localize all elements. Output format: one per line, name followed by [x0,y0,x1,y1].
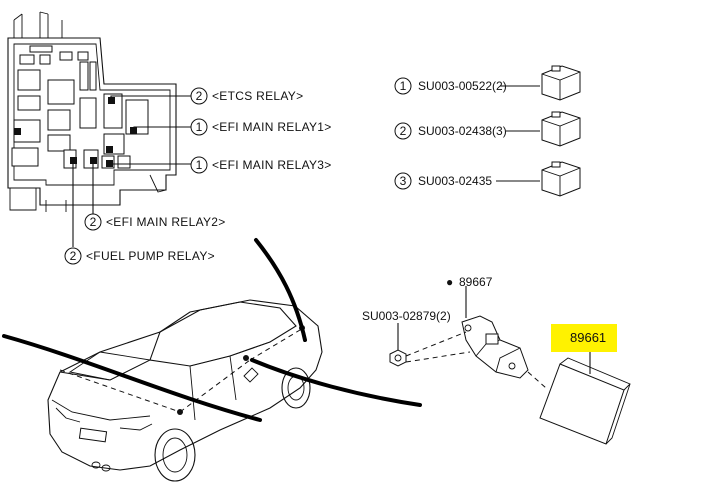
callout-label: <EFI MAIN RELAY2> [106,215,226,229]
callout-number: 2 [196,89,203,103]
bracket-part-code: 89667 [459,275,493,289]
relay-icon [541,111,581,147]
callout-efi-main-relay2: 2 <EFI MAIN RELAY2> [84,213,226,231]
relay-icon [541,161,581,197]
ecu-icon [539,357,631,445]
bracket-icon [461,315,529,379]
part-number-circle [394,172,412,190]
callout-number-circle [84,213,102,231]
callout-efi-main-relay3: 1 <EFI MAIN RELAY3> [190,156,332,174]
relay-icon [541,65,581,101]
callout-number: 2 [90,215,97,229]
callout-number-circle [190,156,208,174]
callout-number-circle [190,118,208,136]
car-illustration [47,299,323,482]
relay-part-3: 3 SU003-02435 [394,161,581,197]
part-number: 1 [400,79,407,93]
part-code: SU003-00522(2) [418,79,507,93]
bracket-marker: ● [446,275,453,289]
assembly-parts: SU003-02879(2) ● 89667 89661 [362,275,631,445]
callout-number-circle [190,87,208,105]
callout-label: <EFI MAIN RELAY3> [212,158,332,172]
callout-etcs-relay: 2 <ETCS RELAY> [190,87,303,105]
callout-number: 2 [70,249,77,263]
ecu-part-code: 89661 [570,330,606,345]
nut-part-code: SU003-02879(2) [362,309,451,323]
callout-label: <FUEL PUMP RELAY> [86,249,215,263]
part-number: 3 [400,174,407,188]
part-code: SU003-02438(3) [418,124,507,138]
relay-part-2: 2 SU003-02438(3) [394,111,581,147]
callout-efi-main-relay1: 1 <EFI MAIN RELAY1> [190,118,332,136]
part-code: SU003-02435 [418,174,492,188]
relay-box [7,11,177,212]
callout-number: 1 [196,120,203,134]
callout-fuel-pump-relay: 2 <FUEL PUMP RELAY> [64,247,215,265]
part-number-circle [394,77,412,95]
nut-icon [389,349,407,367]
relay-part-1: 1 SU003-00522(2) [394,65,581,101]
callout-label: <EFI MAIN RELAY1> [212,120,332,134]
part-number: 2 [400,124,407,138]
part-number-circle [394,122,412,140]
callout-number-circle [64,247,82,265]
callout-label: <ETCS RELAY> [212,89,303,103]
highlight-marker [551,324,617,352]
callout-number: 1 [196,158,203,172]
